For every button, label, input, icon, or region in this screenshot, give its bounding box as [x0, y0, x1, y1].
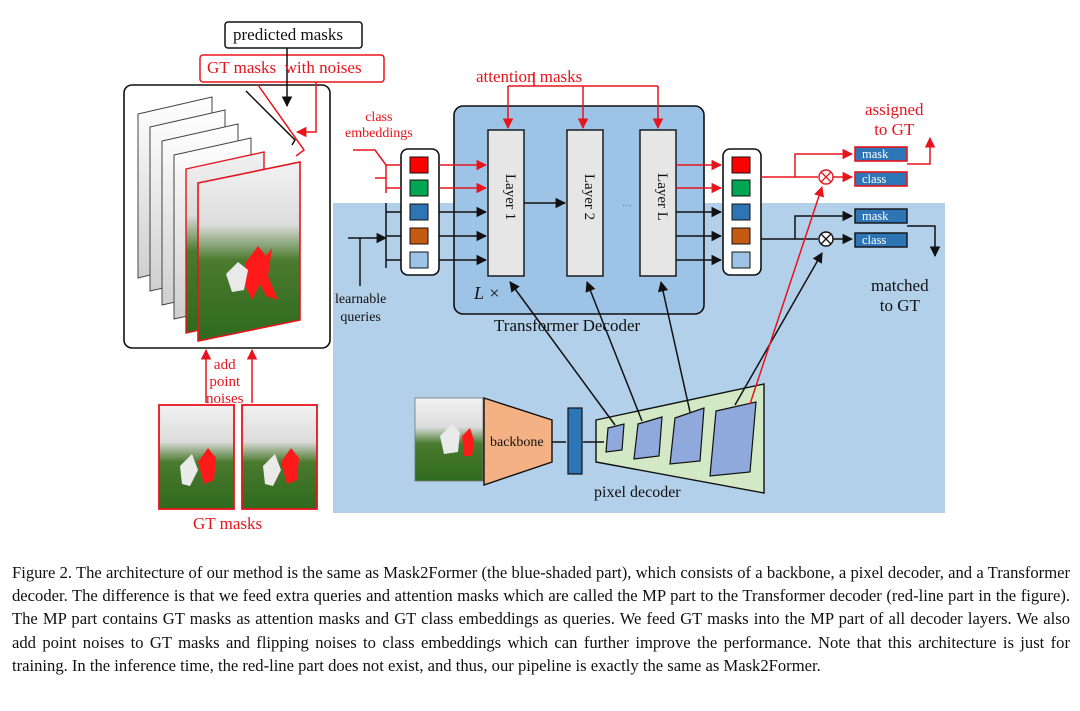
layer-1-label: Layer 1: [502, 174, 518, 220]
mask-top-label: mask: [862, 147, 889, 161]
assigned-to-gt-label: assigned to GT: [865, 100, 924, 139]
feature-map-3: [669, 407, 705, 465]
gt-masks-noise-label-box: [199, 54, 385, 83]
layer-l-box: [639, 129, 677, 277]
backbone-feature-bar: [567, 407, 583, 475]
feature-map-4: [709, 401, 757, 477]
query-red-input: [409, 156, 429, 174]
transformer-decoder-label: Transformer Decoder: [494, 316, 641, 335]
query-light-input: [409, 251, 429, 269]
query-green-input: [409, 179, 429, 197]
black-connectors: [245, 48, 941, 443]
class-embeddings-label: class embeddings: [345, 110, 413, 141]
backbone-block: [483, 397, 553, 486]
class-bottom-label: class: [862, 233, 886, 247]
mask-bottom-label: mask: [862, 209, 889, 223]
layer-2-box: [566, 129, 604, 277]
class-top-label: class: [862, 172, 886, 186]
multiply-symbol-top: [818, 169, 834, 185]
multiply-symbol-bottom: [818, 231, 834, 247]
backbone-label: backbone: [490, 435, 544, 450]
attention-masks-label: attention masks: [476, 67, 583, 86]
mask-box-top: [854, 146, 908, 162]
query-orange-input: [409, 227, 429, 245]
gt-masks-label: GT masks: [193, 514, 263, 533]
add-point-noises-label: add point noises: [206, 357, 244, 407]
query-red-output: [731, 156, 751, 174]
layer-l-label: Layer L: [654, 173, 670, 221]
figure-caption: Figure 2. The architecture of our method…: [12, 563, 1070, 675]
feature-map-2: [633, 416, 663, 460]
layer-2-label: Layer 2: [581, 174, 597, 220]
query-orange-output: [731, 227, 751, 245]
query-green-output: [731, 179, 751, 197]
query-light-output: [731, 251, 751, 269]
red-connectors: [200, 72, 936, 405]
predicted-masks-label-box: [224, 21, 363, 49]
query-blue-output: [731, 203, 751, 221]
architecture-diagram: Layer 1 Layer 2 Layer L … mask class mas…: [123, 21, 945, 533]
class-box-top: [854, 171, 908, 187]
learnable-queries-label: learnable queries: [335, 292, 387, 325]
gt-mask-image-2: [241, 404, 318, 510]
mask-stack: [137, 96, 301, 342]
gt-masks-with-noises-label: GT masks with noises: [207, 58, 362, 77]
matched-to-gt-label: matched to GT: [871, 276, 929, 315]
gt-mask-image-1: [158, 404, 235, 510]
ellipsis-mark: …: [622, 198, 632, 209]
feature-map-1: [605, 423, 625, 453]
predicted-masks-label: predicted masks: [233, 25, 343, 44]
mask-box-bottom: [854, 208, 908, 224]
pixel-decoder-label: pixel decoder: [594, 484, 681, 501]
class-box-bottom: [854, 232, 908, 248]
query-blue-input: [409, 203, 429, 221]
diagram-canvas: Layer 1 Layer 2 Layer L … mask class mas…: [123, 21, 945, 513]
repeat-label: L ×: [474, 283, 501, 303]
